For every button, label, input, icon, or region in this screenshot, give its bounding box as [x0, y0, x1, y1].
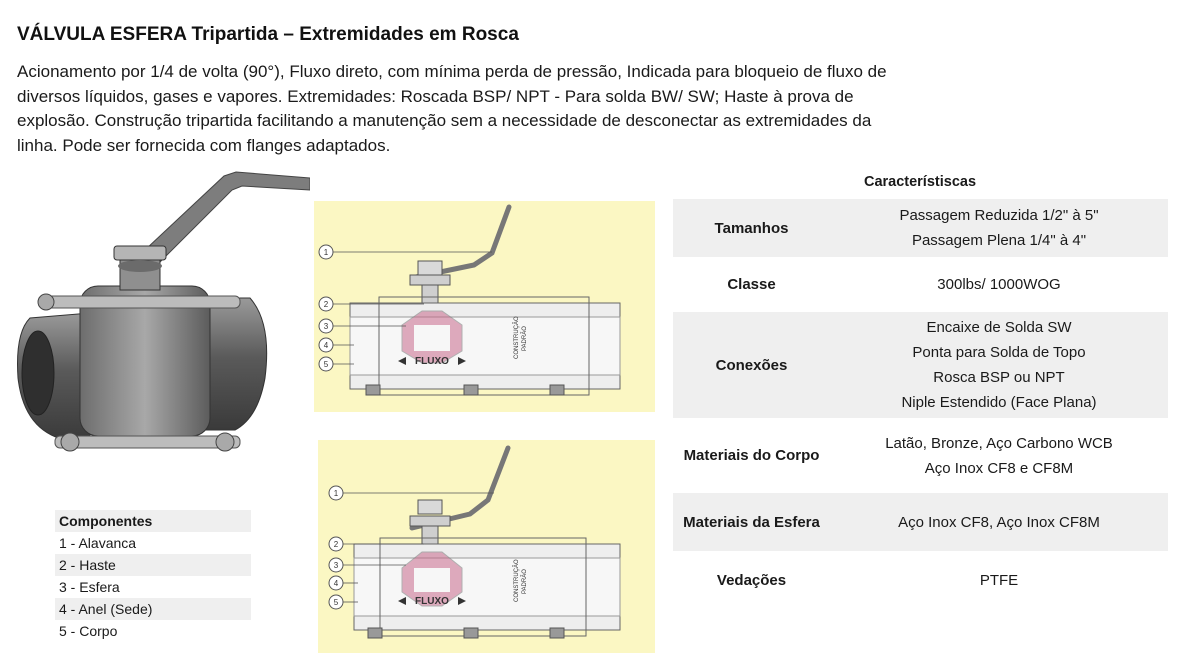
spec-key: Conexões — [715, 356, 788, 374]
marker-4: 4 — [324, 341, 329, 350]
table-row: Materiais do Corpo Latão, Bronze, Aço Ca… — [673, 418, 1168, 493]
spec-value-line: PTFE — [979, 571, 1019, 589]
spec-value: Aço Inox CF8, Aço Inox CF8M — [830, 510, 1168, 535]
spec-value-line: Ponta para Solda de Topo — [912, 344, 1086, 361]
spec-key: Materiais da Esfera — [683, 513, 820, 531]
spec-value-line: Latão, Bronze, Aço Carbono WCB — [885, 434, 1113, 452]
marker-5-b: 5 — [334, 598, 339, 607]
spec-key: Classe — [727, 276, 776, 293]
marker-2-b: 2 — [334, 540, 339, 549]
spec-key: Tamanhos — [714, 219, 789, 237]
spec-value-line: Aço Inox CF8, Aço Inox CF8M — [898, 513, 1100, 531]
spec-key: Vedações — [716, 571, 787, 589]
spec-value: Encaixe de Solda SW Ponta para Solda de … — [830, 315, 1168, 415]
marker-1: 1 — [324, 248, 329, 257]
spec-value-line: Passagem Reduzida 1/2" à 5" — [899, 207, 1099, 224]
list-item: 3 - Esfera — [59, 579, 120, 595]
flow-label-2: FLUXO — [415, 596, 449, 607]
list-item: 1 - Alavanca — [59, 535, 137, 551]
marker-3: 3 — [324, 322, 329, 331]
cross-section-diagram-bottom: FLUXO CONSTRUÇÃO PADRÃO 1 2 3 4 5 — [318, 440, 655, 653]
spec-value-line: Encaixe de Solda SW — [926, 319, 1072, 336]
side-label-standard-2: PADRÃO — [521, 569, 528, 594]
spec-key: Materiais do Corpo — [683, 447, 820, 464]
table-row: Tamanhos Passagem Reduzida 1/2" à 5" Pas… — [673, 199, 1168, 257]
list-item: 5 - Corpo — [59, 623, 118, 639]
marker-1-b: 1 — [334, 489, 339, 498]
list-item: 4 - Anel (Sede) — [55, 598, 251, 620]
spec-value-line: Niple Estendido (Face Plana) — [901, 394, 1097, 411]
page-title: VÁLVULA ESFERA Tripartida – Extremidades… — [17, 24, 519, 45]
spec-value-line: Rosca BSP ou NPT — [933, 369, 1065, 386]
specs-title: Característiscas — [863, 174, 977, 190]
marker-3-b: 3 — [334, 561, 339, 570]
product-description: Acionamento por 1/4 de volta (90°), Flux… — [17, 62, 887, 155]
marker-2: 2 — [324, 300, 329, 309]
spec-value-line: 300lbs/ 1000WOG — [937, 276, 1061, 293]
spec-value: Latão, Bronze, Aço Carbono WCB Aço Inox … — [830, 431, 1168, 481]
table-row: Classe 300lbs/ 1000WOG — [673, 257, 1168, 312]
components-list: Componentes 1 - Alavanca 2 - Haste 3 - E… — [55, 510, 251, 642]
table-row: Materiais da Esfera Aço Inox CF8, Aço In… — [673, 493, 1168, 551]
spec-value-line: Aço Inox CF8 e CF8M — [924, 459, 1074, 477]
spec-value: 300lbs/ 1000WOG — [830, 272, 1168, 297]
side-label-construction-2: CONSTRUÇÃO — [513, 559, 520, 602]
valve-photo — [17, 171, 310, 452]
marker-4-b: 4 — [334, 579, 339, 588]
spec-value-line: Passagem Plena 1/4" à 4" — [911, 232, 1087, 249]
side-label-construction: CONSTRUÇÃO — [513, 316, 520, 359]
side-label-standard: PADRÃO — [521, 326, 528, 351]
table-row: Conexões Encaixe de Solda SW Ponta para … — [673, 312, 1168, 418]
list-item: 2 - Haste — [55, 554, 251, 576]
marker-5: 5 — [324, 360, 329, 369]
spec-value: Passagem Reduzida 1/2" à 5" Passagem Ple… — [830, 203, 1168, 253]
specs-table: Tamanhos Passagem Reduzida 1/2" à 5" Pas… — [673, 199, 1168, 609]
table-row: Vedações PTFE — [673, 551, 1168, 609]
flow-label: FLUXO — [415, 356, 449, 367]
cross-section-diagram-top: FLUXO CONSTRUÇÃO PADRÃO 1 2 3 4 5 — [314, 201, 655, 412]
components-header: Componentes — [55, 510, 251, 532]
spec-value: PTFE — [830, 568, 1168, 593]
